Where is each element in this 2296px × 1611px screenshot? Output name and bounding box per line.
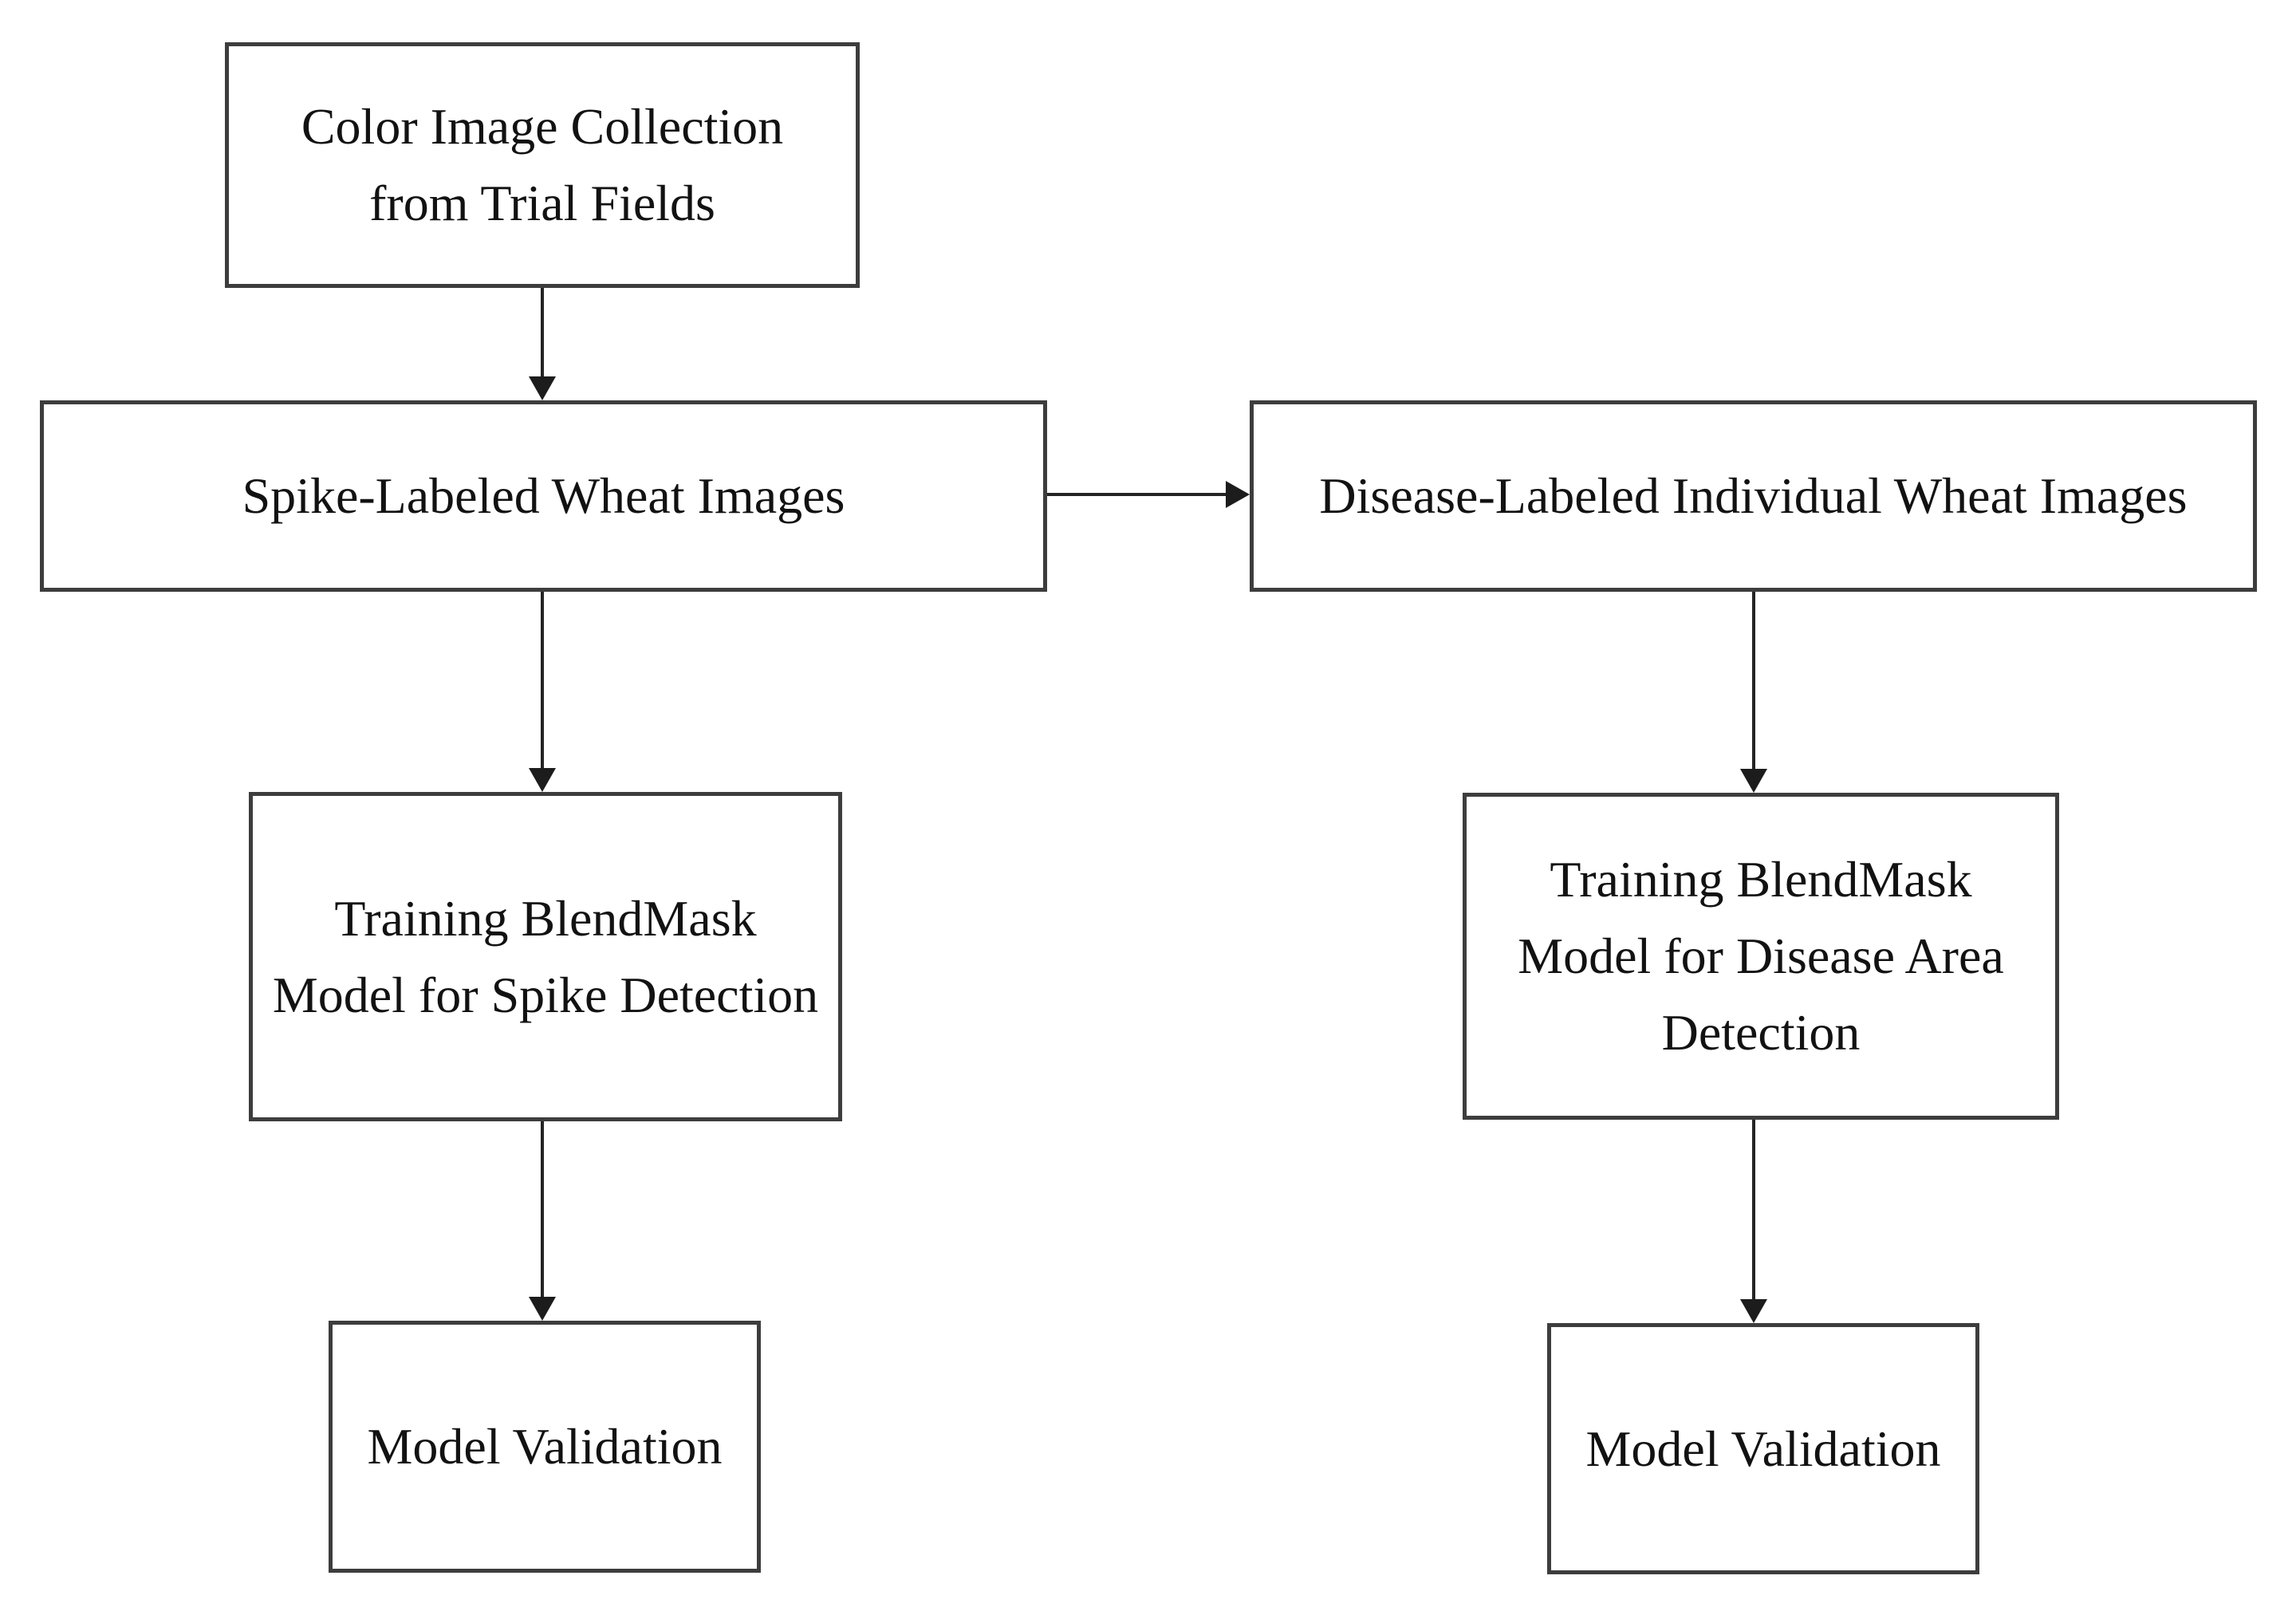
edge-spike-labeled-to-training-spike-line bbox=[541, 592, 544, 768]
edge-spike-labeled-to-disease-labeled-line bbox=[1047, 493, 1226, 496]
node-model-validation-spike: Model Validation bbox=[329, 1321, 761, 1573]
node-color-image-collection: Color Image Collection from Trial Fields bbox=[225, 42, 860, 288]
node-label: Training BlendMask Model for Spike Detec… bbox=[272, 889, 819, 1023]
node-label: Disease-Labeled Individual Wheat Images bbox=[1319, 467, 2188, 524]
edge-collection-to-spike-labeled-line bbox=[541, 288, 544, 376]
edge-disease-labeled-to-training-disease-line bbox=[1752, 592, 1755, 769]
arrowhead-down-icon bbox=[1740, 1299, 1767, 1323]
node-label: Spike-Labeled Wheat Images bbox=[242, 467, 845, 524]
edge-training-spike-to-model-validation-line bbox=[541, 1121, 544, 1297]
node-label: Model Validation bbox=[1585, 1420, 1941, 1477]
arrowhead-right-icon bbox=[1226, 481, 1250, 508]
node-label: Model Validation bbox=[367, 1418, 723, 1475]
arrowhead-down-icon bbox=[529, 1297, 556, 1321]
node-training-blendmask-disease-area-detection: Training BlendMask Model for Disease Are… bbox=[1463, 793, 2059, 1120]
arrowhead-down-icon bbox=[529, 376, 556, 400]
edge-training-disease-to-model-validation-line bbox=[1752, 1120, 1755, 1299]
node-model-validation-disease: Model Validation bbox=[1547, 1323, 1979, 1574]
arrowhead-down-icon bbox=[529, 768, 556, 792]
node-spike-labeled-wheat-images: Spike-Labeled Wheat Images bbox=[40, 400, 1047, 592]
node-label: Color Image Collection from Trial Fields bbox=[301, 98, 784, 231]
node-disease-labeled-individual-wheat-images: Disease-Labeled Individual Wheat Images bbox=[1250, 400, 2257, 592]
arrowhead-down-icon bbox=[1740, 769, 1767, 793]
node-label: Training BlendMask Model for Disease Are… bbox=[1518, 851, 2004, 1061]
node-training-blendmask-spike-detection: Training BlendMask Model for Spike Detec… bbox=[249, 792, 842, 1121]
